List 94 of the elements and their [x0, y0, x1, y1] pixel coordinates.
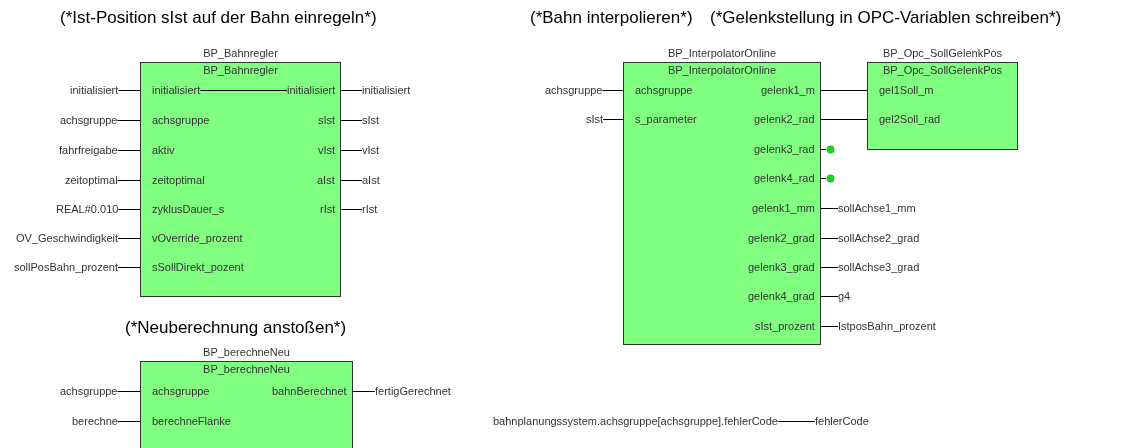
pin-label: gel1Soll_m — [867, 83, 934, 97]
variable-name: berechne — [72, 414, 118, 428]
connector-line — [340, 120, 363, 121]
variable-name: zeitoptimal — [65, 173, 118, 187]
pin-label: gelenk4_grad — [748, 289, 821, 303]
pin-label: achsgruppe — [140, 384, 210, 398]
variable-name: bahnplanungssystem.achsgruppe[achsgruppe].fehlerCode — [493, 414, 778, 428]
pin-label: vIst — [318, 143, 342, 157]
connector-line — [340, 180, 363, 181]
variable-name: REAL#0.010 — [56, 202, 119, 216]
variable-name: achsgruppe — [60, 113, 118, 127]
block-type-name: BP_Bahnregler — [203, 63, 278, 77]
pin-label: initialisiert — [140, 83, 201, 97]
instance-name: BP_berechneNeu — [203, 345, 290, 359]
connector-line — [117, 150, 141, 151]
connector-line — [117, 90, 141, 91]
pin-label: sIst_prozent — [755, 319, 821, 333]
comment-text: (*Bahn interpolieren*) — [530, 8, 693, 28]
connector-line — [820, 208, 839, 209]
pin-label: vOverride_prozent — [140, 231, 243, 245]
pin-label: zyklusDauer_s — [140, 202, 225, 216]
variable-name: sIst — [362, 113, 380, 127]
variable-name: initialisiert — [70, 83, 119, 97]
connector-line — [777, 421, 816, 422]
block-type-name: BP_InterpolatorOnline — [667, 63, 777, 77]
connector-line — [820, 90, 868, 91]
variable-name: sollAchse2_grad — [838, 231, 920, 245]
connector-line — [117, 391, 141, 392]
pin-label: s_parameter — [623, 112, 697, 126]
connector-line — [820, 267, 839, 268]
variable-name: fertigGerechnet — [375, 384, 451, 398]
comment-text: (*Gelenkstellung in OPC-Variablen schreiben*) — [710, 8, 1062, 28]
connector-line — [820, 326, 839, 327]
connector-line — [820, 178, 827, 179]
connection-dot — [826, 144, 835, 154]
connector-line — [602, 119, 624, 120]
variable-name: fehlerCode — [815, 414, 869, 428]
connector-line — [117, 120, 141, 121]
pin-label: rIst — [320, 202, 342, 216]
pin-label: initialisiert — [287, 83, 342, 97]
connector-line — [117, 267, 141, 268]
variable-name: fahrfreigabe — [59, 143, 118, 157]
instance-name: BP_Opc_SollGelenkPos — [882, 46, 1003, 60]
pin-label: gelenk4_rad — [754, 171, 821, 185]
pin-label: gelenk1_m — [761, 83, 821, 97]
variable-name: sollAchse1_mm — [838, 201, 916, 215]
variable-name: sIst — [586, 112, 604, 126]
connector-line — [117, 209, 141, 210]
connector-line — [199, 90, 288, 91]
connector-line — [340, 209, 363, 210]
variable-name: rIst — [362, 202, 378, 216]
pin-label: sIst — [318, 113, 342, 127]
pin-label: sSollDirekt_pozent — [140, 260, 244, 274]
connector-line — [820, 119, 868, 120]
pin-label: zeitoptimal — [140, 173, 205, 187]
connector-line — [820, 238, 839, 239]
connector-line — [602, 90, 624, 91]
instance-name: BP_Bahnregler — [203, 46, 278, 60]
connector-line — [340, 90, 363, 91]
connection-dot — [826, 173, 835, 183]
variable-name: achsgruppe — [60, 384, 118, 398]
pin-label: aktiv — [140, 143, 175, 157]
variable-name: OV_Geschwindigkeit — [16, 231, 119, 245]
connector-line — [117, 238, 141, 239]
variable-name: sollAchse3_grad — [838, 260, 920, 274]
pin-label: gelenk2_grad — [748, 231, 821, 245]
connector-line — [117, 421, 141, 422]
variable-name: IstposBahn_prozent — [838, 319, 936, 333]
pin-label: gel2Soll_rad — [867, 112, 941, 126]
comment-text: (*Neuberechnung anstoßen*) — [125, 318, 347, 338]
pin-label: achsgruppe — [623, 83, 693, 97]
connector-line — [820, 149, 827, 150]
pin-label: gelenk3_grad — [748, 260, 821, 274]
variable-name: achsgruppe — [545, 83, 603, 97]
connector-line — [352, 391, 376, 392]
pin-label: bahnBerechnet — [272, 384, 353, 398]
pin-label: gelenk1_mm — [752, 201, 821, 215]
instance-name: BP_InterpolatorOnline — [667, 46, 777, 60]
variable-name: initialisiert — [362, 83, 411, 97]
block-type-name: BP_Opc_SollGelenkPos — [882, 63, 1003, 77]
connector-line — [117, 180, 141, 181]
pin-label: berechneFlanke — [140, 414, 231, 428]
pin-label: gelenk2_rad — [754, 112, 821, 126]
block-type-name: BP_berechneNeu — [203, 362, 290, 376]
variable-name: vIst — [362, 143, 380, 157]
connector-line — [340, 150, 363, 151]
comment-text: (*Ist-Position sIst auf der Bahn einregeln*) — [60, 8, 377, 28]
variable-name: g4 — [838, 289, 851, 303]
pin-label: achsgruppe — [140, 113, 210, 127]
pin-label: gelenk3_rad — [754, 142, 821, 156]
variable-name: sollPosBahn_prozent — [14, 260, 118, 274]
pin-label: aIst — [317, 173, 341, 187]
connector-line — [820, 296, 839, 297]
variable-name: aIst — [362, 173, 380, 187]
